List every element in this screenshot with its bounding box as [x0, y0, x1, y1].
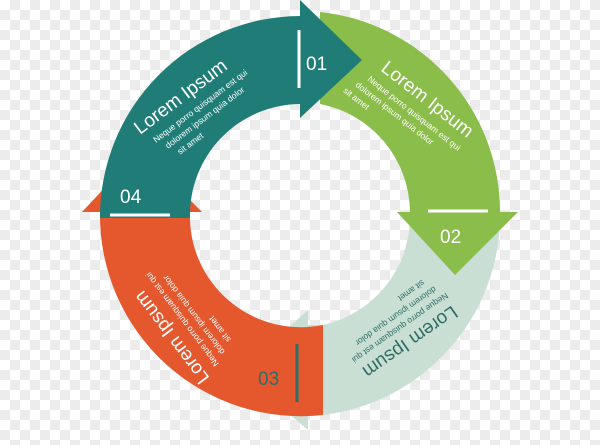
segment-01-arrow: [99, 0, 363, 218]
step-number-02: 02: [440, 227, 461, 248]
segment-02-arrow: [320, 12, 518, 275]
step-number-01: 01: [306, 54, 327, 75]
step-number-03: 03: [258, 369, 279, 390]
step-number-04: 04: [120, 187, 142, 208]
